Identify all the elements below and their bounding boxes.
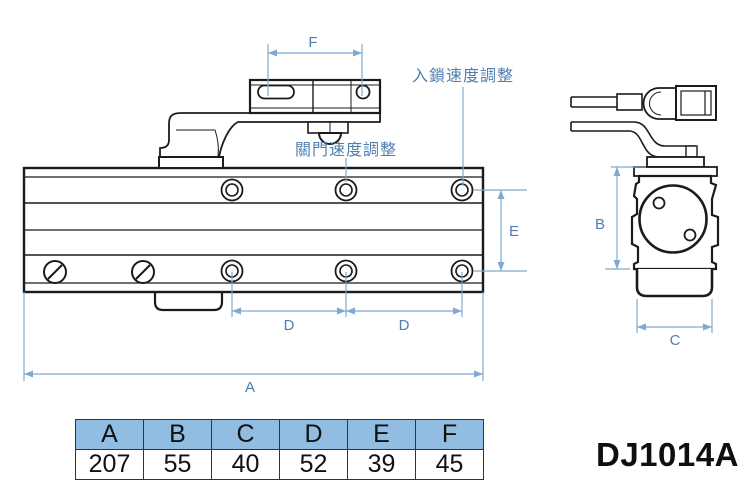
body-bottom-cap	[635, 269, 714, 298]
arrowhead	[346, 307, 355, 315]
latch-speed-label: 入鎖速度調整	[412, 67, 514, 85]
arrowhead	[232, 307, 241, 315]
arrowhead	[497, 262, 505, 271]
arrowhead	[337, 307, 346, 315]
table-header-cell: E	[347, 419, 416, 450]
table-header-cell: A	[75, 419, 144, 450]
arm-shoe	[158, 156, 224, 169]
arm-end-block	[675, 85, 717, 121]
table-header-cell: B	[143, 419, 212, 450]
side-lower-arm	[570, 121, 698, 158]
table-value-cell: 55	[143, 449, 212, 480]
bracket-hole	[355, 84, 371, 100]
table-value-cell: 52	[279, 449, 348, 480]
pivot-boss	[317, 132, 343, 145]
dim-label-e: E	[509, 223, 519, 240]
dim-label-f: F	[308, 34, 317, 51]
arrowhead	[703, 323, 712, 331]
dim-label-b: B	[595, 216, 605, 233]
dimension-A: A	[23, 292, 484, 396]
table-header-cell: C	[211, 419, 280, 450]
arrowhead	[353, 49, 362, 57]
dimension-B: B	[595, 166, 646, 270]
spindle-plate	[646, 156, 705, 168]
table-header-row: A B C D E F	[75, 419, 484, 450]
dimension-C: C	[636, 299, 713, 349]
dimension-table: A B C D E F 207 55 40 52 39 45	[75, 419, 484, 480]
arrowhead	[24, 370, 33, 378]
table-value-row: 207 55 40 52 39 45	[75, 449, 484, 480]
table-value-cell: 45	[415, 449, 484, 480]
arrowhead	[637, 323, 646, 331]
screws	[43, 260, 155, 284]
annotation-latch-speed: 入鎖速度調整	[412, 67, 514, 186]
technical-drawing: 關門速度調整 入鎖速度調整 F E	[22, 34, 720, 396]
arrowhead	[613, 260, 621, 269]
annotation-closing-speed: 關門速度調整	[295, 141, 397, 182]
rail-body	[22, 166, 485, 312]
front-view: 關門速度調整 入鎖速度調整 F E	[22, 34, 527, 396]
table-value-cell: 39	[347, 449, 416, 480]
dim-label-d1: D	[284, 317, 295, 334]
arm-inner-line	[176, 129, 219, 157]
arm-bar	[159, 112, 381, 158]
arrowhead	[453, 307, 462, 315]
side-body	[630, 156, 720, 298]
table-header-cell: F	[415, 419, 484, 450]
bracket-slot	[257, 84, 295, 100]
side-view: B C	[570, 85, 720, 349]
dim-label-a: A	[245, 379, 255, 396]
arrowhead	[497, 190, 505, 199]
table-value-cell: 207	[75, 449, 144, 480]
arrowhead	[268, 49, 277, 57]
dim-label-c: C	[670, 332, 681, 349]
dimension-E: E	[473, 189, 527, 272]
dim-label-d2: D	[399, 317, 410, 334]
pivot-block	[307, 121, 349, 134]
arm-assembly	[158, 78, 382, 169]
model-number: DJ1014A	[596, 436, 738, 473]
valve-holes-top	[220, 178, 474, 202]
closing-speed-label: 關門速度調整	[295, 141, 397, 159]
arrowhead	[613, 167, 621, 176]
rail-bottom-tab	[153, 292, 224, 312]
body-flange	[633, 166, 718, 177]
dimension-F: F	[267, 34, 363, 96]
dimension-D: D D	[231, 272, 463, 334]
side-upper-arm	[570, 85, 717, 121]
table-header-cell: D	[279, 419, 348, 450]
table-value-cell: 40	[211, 449, 280, 480]
arm-knuckle	[642, 87, 677, 120]
end-cap-circle	[638, 184, 708, 254]
arrowhead	[474, 370, 483, 378]
